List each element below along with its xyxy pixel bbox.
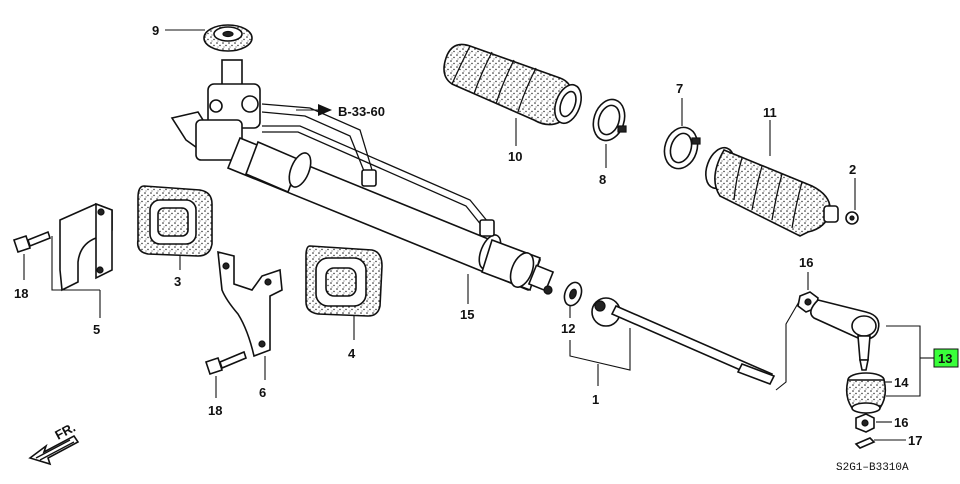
part-14-dust-boot[interactable] (845, 372, 887, 414)
part-16-castle-nut[interactable] (855, 413, 875, 433)
part-4-bushing[interactable] (305, 245, 383, 317)
drawing-code: S2G1–B3310A (836, 462, 909, 474)
part-13-tie-rod-end[interactable] (810, 299, 880, 371)
svg-text:1: 1 (592, 392, 599, 407)
part-12-lock-washer[interactable] (561, 280, 584, 308)
part-1-tie-rod[interactable] (591, 297, 776, 386)
callout-14[interactable]: 14 (884, 375, 909, 390)
svg-text:12: 12 (561, 321, 575, 336)
part-18-bolt-2[interactable] (204, 350, 247, 376)
callout-11[interactable]: 11 (763, 105, 777, 156)
ref-label: B-33-60 (338, 104, 385, 119)
callout-12[interactable]: 12 (561, 306, 575, 336)
part-11-bellows-boot[interactable] (701, 144, 839, 237)
callout-15[interactable]: 15 (460, 274, 474, 322)
svg-text:5: 5 (93, 322, 100, 337)
svg-text:4: 4 (348, 346, 356, 361)
ref-arrow-b-33-60[interactable]: B-33-60 (296, 104, 385, 119)
part-2-clip[interactable] (845, 211, 859, 225)
callout-5[interactable]: 5 (51, 236, 101, 337)
svg-text:18: 18 (14, 286, 28, 301)
part-17-cotter-pin[interactable] (854, 437, 876, 449)
svg-text:10: 10 (508, 149, 522, 164)
part-5-bracket[interactable] (59, 202, 113, 292)
svg-text:16: 16 (894, 415, 908, 430)
part-9-mount-cap[interactable] (203, 24, 253, 52)
svg-text:9: 9 (152, 23, 159, 38)
callout-2[interactable]: 2 (849, 162, 856, 210)
direction-arrow: FR. (28, 420, 80, 466)
callout-18-left[interactable]: 18 (14, 254, 28, 301)
part-7-clamp[interactable] (659, 123, 702, 173)
svg-text:17: 17 (908, 433, 922, 448)
svg-text:6: 6 (259, 385, 266, 400)
svg-text:8: 8 (599, 172, 606, 187)
svg-text:7: 7 (676, 81, 683, 96)
callout-17[interactable]: 17 (874, 433, 922, 448)
callout-6[interactable]: 6 (259, 356, 266, 400)
svg-text:18: 18 (208, 403, 222, 418)
callout-3[interactable]: 3 (174, 256, 181, 289)
part-6-bracket[interactable] (217, 250, 283, 358)
svg-text:15: 15 (460, 307, 474, 322)
assembly-bracket-13 (775, 299, 801, 391)
svg-text:14: 14 (894, 375, 909, 390)
svg-text:11: 11 (763, 105, 777, 120)
callout-9[interactable]: 9 (152, 23, 205, 38)
callout-13[interactable]: 13 (886, 325, 959, 397)
svg-text:2: 2 (849, 162, 856, 177)
callout-4[interactable]: 4 (348, 316, 356, 361)
callout-10[interactable]: 10 (508, 118, 522, 164)
callout-16-upper[interactable]: 16 (799, 255, 813, 290)
callout-8[interactable]: 8 (599, 144, 607, 187)
svg-text:16: 16 (799, 255, 813, 270)
callout-18-middle[interactable]: 18 (208, 376, 222, 418)
part-8-clamp[interactable] (588, 95, 630, 144)
part-18-bolt[interactable] (12, 230, 51, 254)
callout-7[interactable]: 7 (676, 81, 683, 126)
part-3-bushing[interactable] (136, 185, 213, 257)
part-10-bellows-boot[interactable] (443, 43, 586, 127)
svg-text:13: 13 (938, 351, 952, 366)
callout-16-lower[interactable]: 16 (876, 415, 908, 430)
callout-1[interactable]: 1 (569, 328, 631, 407)
part-15-gearbox[interactable] (170, 59, 555, 295)
svg-text:3: 3 (174, 274, 181, 289)
